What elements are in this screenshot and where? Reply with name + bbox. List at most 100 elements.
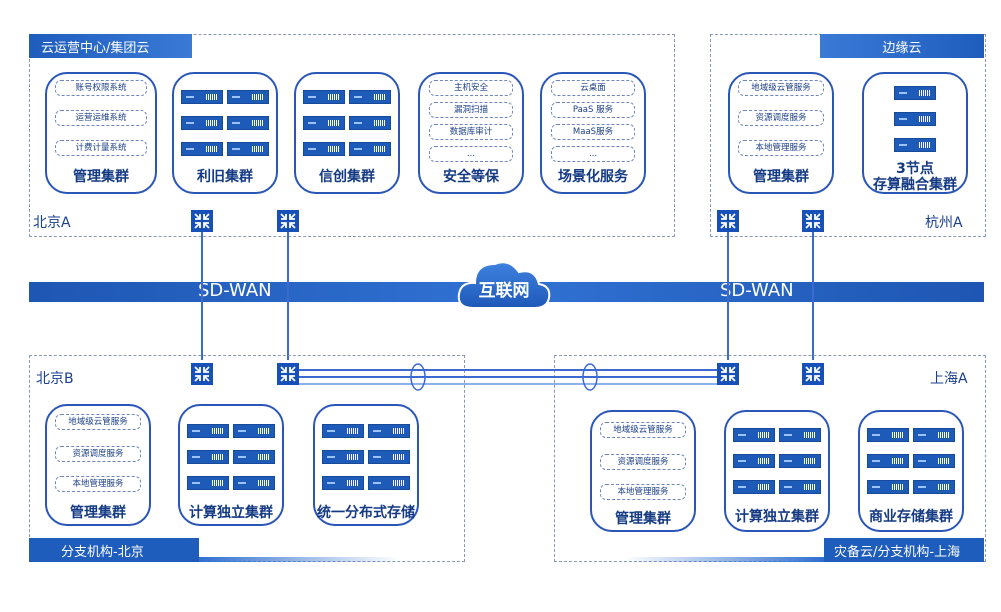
server-rack-icon [733, 454, 775, 468]
service-pill: PaaS 服务 [551, 102, 635, 118]
xinchuang-cluster-card: 信创集群 [294, 72, 400, 194]
server-rack-icon [303, 90, 345, 104]
server-rack-icon [181, 116, 223, 130]
service-pill: 云桌面 [551, 80, 635, 96]
compute-cluster-card-shanghai-a: 计算独立集群 [724, 410, 830, 532]
service-pill: 资源调度服务 [600, 454, 686, 470]
server-rack-icon [233, 424, 275, 438]
network-switch-icon [717, 363, 739, 385]
service-pill: 本地管理服务 [738, 140, 824, 156]
legacy-cluster-card: 利旧集群 [172, 72, 278, 194]
server-rack-icon [233, 476, 275, 490]
cluster-title: 管理集群 [70, 505, 126, 521]
cluster-title: 安全等保 [443, 169, 499, 185]
service-pill: 本地管理服务 [55, 476, 141, 492]
server-rack-icon [322, 424, 364, 438]
cluster-title: 计算独立集群 [735, 509, 819, 525]
cluster-title: 管理集群 [753, 169, 809, 185]
server-rack-icon [227, 116, 269, 130]
location-label-hangzhou-a: 杭州A [925, 215, 963, 231]
service-pill: 账号权限系统 [55, 80, 147, 96]
server-rack-icon [349, 90, 391, 104]
link-line [727, 232, 729, 360]
network-switch-icon [191, 210, 213, 232]
location-label-beijing-a: 北京A [33, 215, 71, 231]
cluster-title: 管理集群 [615, 511, 671, 527]
link-line [812, 232, 814, 360]
service-pill: 本地管理服务 [600, 484, 686, 500]
security-compliance-card: 主机安全 漏洞扫描 数据库审计 ... 安全等保 [418, 72, 524, 194]
internet-label: 互联网 [478, 281, 530, 301]
sd-wan-label-right: SD-WAN [720, 280, 794, 301]
server-rack-icon [187, 450, 229, 464]
tunnel-line [298, 383, 718, 385]
server-rack-icon [227, 90, 269, 104]
cluster-title: 利旧集群 [197, 169, 253, 185]
mgmt-cluster-card-beijing-a: 账号权限系统 运营运维系统 计费计量系统 管理集群 [45, 72, 157, 194]
server-rack-icon [867, 480, 909, 494]
server-rack-icon [181, 142, 223, 156]
cluster-title: 统一分布式存储 [317, 505, 415, 521]
mgmt-cluster-card-beijing-b: 地域级云管服务 资源调度服务 本地管理服务 管理集群 [45, 404, 151, 526]
cluster-title: 场景化服务 [558, 169, 628, 185]
server-rack-icon [368, 450, 410, 464]
network-switch-icon [277, 363, 299, 385]
server-rack-icon [733, 428, 775, 442]
service-pill: MaaS服务 [551, 124, 635, 140]
tunnel-line [298, 369, 718, 371]
cluster-title: 管理集群 [73, 169, 129, 185]
service-pill: 资源调度服务 [55, 446, 141, 462]
server-rack-icon [779, 428, 821, 442]
server-rack-icon [913, 480, 955, 494]
server-rack-icon [894, 112, 936, 126]
server-rack-icon [303, 116, 345, 130]
region-footer-beijing-b: 分支机构-北京 [29, 538, 199, 562]
server-rack-icon [867, 454, 909, 468]
storage-converged-card-hangzhou-a: 3节点 存算融合集群 [862, 72, 968, 194]
region-footer-shanghai-a: 灾备云/分支机构-上海 [824, 538, 984, 562]
server-rack-icon [779, 480, 821, 494]
tunnel-line [298, 376, 718, 378]
service-pill: ... [429, 146, 513, 162]
mgmt-cluster-card-shanghai-a: 地域级云管服务 资源调度服务 本地管理服务 管理集群 [590, 410, 696, 532]
storage-cluster-card-beijing-b: 统一分布式存储 [313, 404, 419, 526]
region-beijing-a [29, 34, 675, 237]
server-rack-icon [913, 454, 955, 468]
server-rack-icon [894, 138, 936, 152]
service-pill: 运营运维系统 [55, 110, 147, 126]
server-rack-icon [349, 142, 391, 156]
tunnel-ring-icon [410, 363, 426, 391]
network-switch-icon [802, 363, 824, 385]
region-header-hangzhou-a: 边缘云 [820, 34, 984, 58]
server-rack-icon [867, 428, 909, 442]
compute-cluster-card-beijing-b: 计算独立集群 [178, 404, 284, 526]
footer-accent-bar [624, 557, 824, 562]
server-rack-icon [368, 424, 410, 438]
scenario-service-card: 云桌面 PaaS 服务 MaaS服务 ... 场景化服务 [540, 72, 646, 194]
cluster-title: 存算融合集群 [873, 177, 957, 193]
server-rack-icon [181, 90, 223, 104]
server-rack-icon [349, 116, 391, 130]
mgmt-cluster-card-hangzhou-a: 地域级云管服务 资源调度服务 本地管理服务 管理集群 [728, 72, 834, 194]
cloud-icon [457, 261, 551, 309]
server-rack-icon [894, 86, 936, 100]
service-pill: 地域级云管服务 [600, 422, 686, 438]
tunnel-ring-icon [582, 363, 598, 391]
service-pill: 计费计量系统 [55, 140, 147, 156]
service-pill: 漏洞扫描 [429, 102, 513, 118]
network-switch-icon [802, 210, 824, 232]
region-header-beijing-a: 云运营中心/集团云 [29, 34, 192, 58]
server-rack-icon [733, 480, 775, 494]
link-line [287, 232, 289, 360]
service-pill: 地域级云管服务 [738, 80, 824, 96]
server-rack-icon [779, 454, 821, 468]
service-pill: ... [551, 146, 635, 162]
service-pill: 地域级云管服务 [55, 414, 141, 430]
server-rack-icon [322, 476, 364, 490]
cluster-title: 商业存储集群 [869, 509, 953, 525]
server-rack-icon [227, 142, 269, 156]
cluster-title: 计算独立集群 [189, 505, 273, 521]
link-line [201, 232, 203, 360]
service-pill: 资源调度服务 [738, 110, 824, 126]
network-switch-icon [717, 210, 739, 232]
